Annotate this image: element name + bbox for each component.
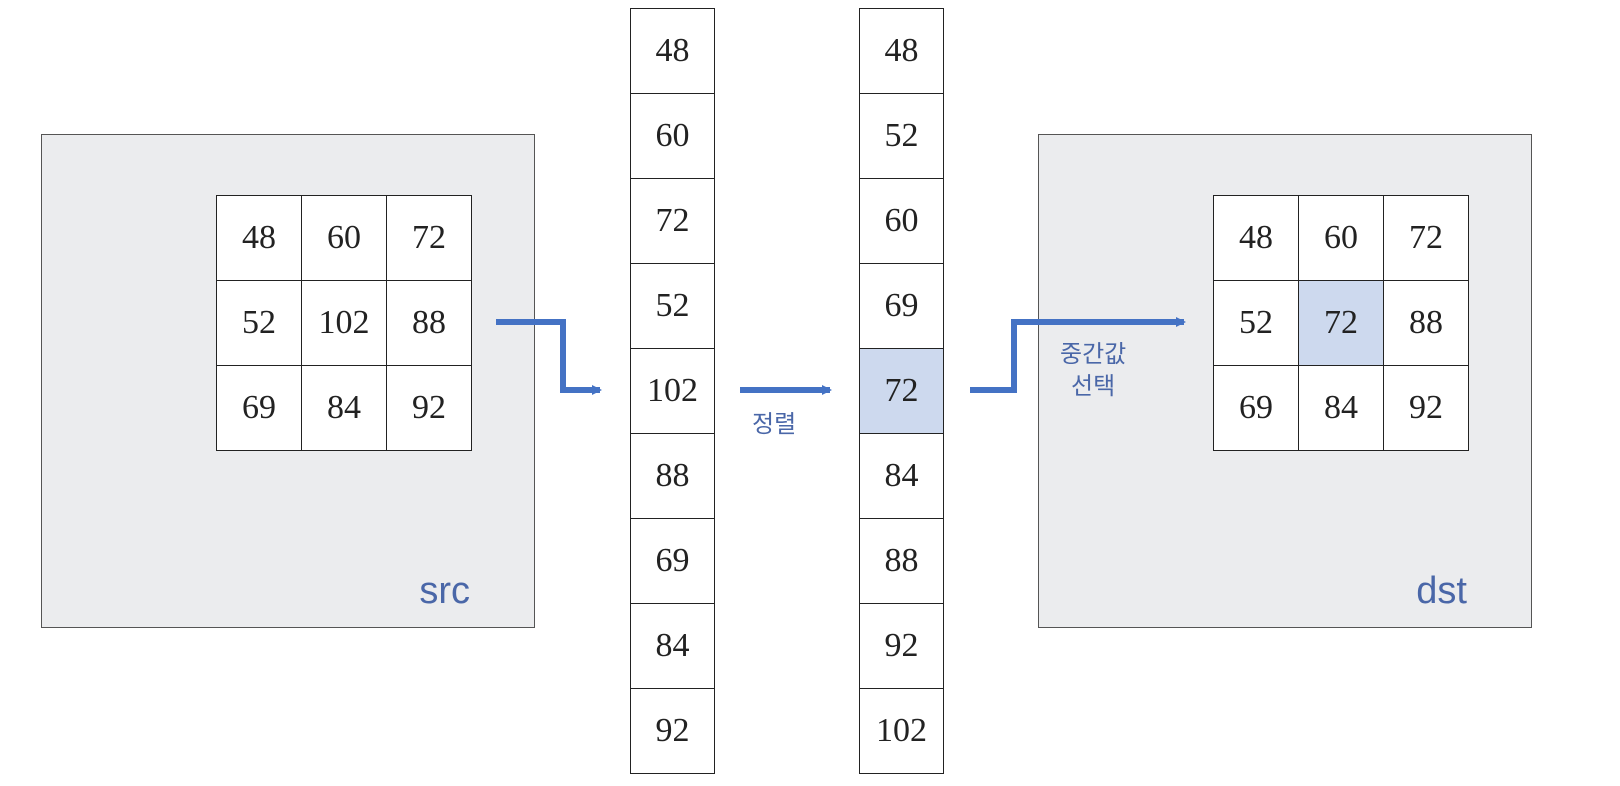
src-cell: 92 <box>387 366 472 451</box>
unsorted-cell: 52 <box>631 264 715 349</box>
dst-cell: 72 <box>1384 196 1469 281</box>
unsorted-cell: 88 <box>631 434 715 519</box>
src-cell: 52 <box>217 281 302 366</box>
dst-cell: 92 <box>1384 366 1469 451</box>
dst-cell: 88 <box>1384 281 1469 366</box>
dst-cell: 60 <box>1299 196 1384 281</box>
src-to-column-arrow <box>496 319 602 395</box>
unsorted-cell: 69 <box>631 519 715 604</box>
unsorted-values-column: 48 60 72 52 102 88 69 84 92 <box>630 8 715 774</box>
src-center-cell: 102 <box>302 281 387 366</box>
sorted-cell: 92 <box>860 604 944 689</box>
src-cell: 69 <box>217 366 302 451</box>
unsorted-cell: 84 <box>631 604 715 689</box>
dst-cell: 84 <box>1299 366 1384 451</box>
sorted-values-column: 48 52 60 69 72 84 88 92 102 <box>859 8 944 774</box>
unsorted-cell: 60 <box>631 94 715 179</box>
sorted-cell: 88 <box>860 519 944 604</box>
unsorted-cell: 72 <box>631 179 715 264</box>
select-median-label-line1: 중간값 <box>1060 340 1127 368</box>
sorted-cell: 102 <box>860 689 944 774</box>
unsorted-cell: 48 <box>631 9 715 94</box>
src-neighborhood-grid: 48 60 72 52 102 88 69 84 92 <box>216 195 472 451</box>
sorted-cell: 69 <box>860 264 944 349</box>
src-label: src <box>419 570 470 612</box>
sorted-cell: 48 <box>860 9 944 94</box>
select-median-label-line2: 선택 <box>1071 372 1116 400</box>
src-cell: 48 <box>217 196 302 281</box>
src-cell: 84 <box>302 366 387 451</box>
select-median-label: 중간값 선택 <box>1060 338 1126 402</box>
src-cell: 72 <box>387 196 472 281</box>
unsorted-cell: 92 <box>631 689 715 774</box>
dst-center-cell: 72 <box>1299 281 1384 366</box>
src-cell: 60 <box>302 196 387 281</box>
dst-neighborhood-grid: 48 60 72 52 72 88 69 84 92 <box>1213 195 1469 451</box>
sort-label: 정렬 <box>752 410 797 438</box>
sorted-median-cell: 72 <box>860 349 944 434</box>
dst-cell: 69 <box>1214 366 1299 451</box>
sorted-cell: 84 <box>860 434 944 519</box>
src-cell: 88 <box>387 281 472 366</box>
sorted-cell: 52 <box>860 94 944 179</box>
select-median-arrow <box>970 317 1186 393</box>
dst-cell: 52 <box>1214 281 1299 366</box>
sorted-cell: 60 <box>860 179 944 264</box>
dst-label: dst <box>1416 570 1467 612</box>
unsorted-cell: 102 <box>631 349 715 434</box>
dst-cell: 48 <box>1214 196 1299 281</box>
